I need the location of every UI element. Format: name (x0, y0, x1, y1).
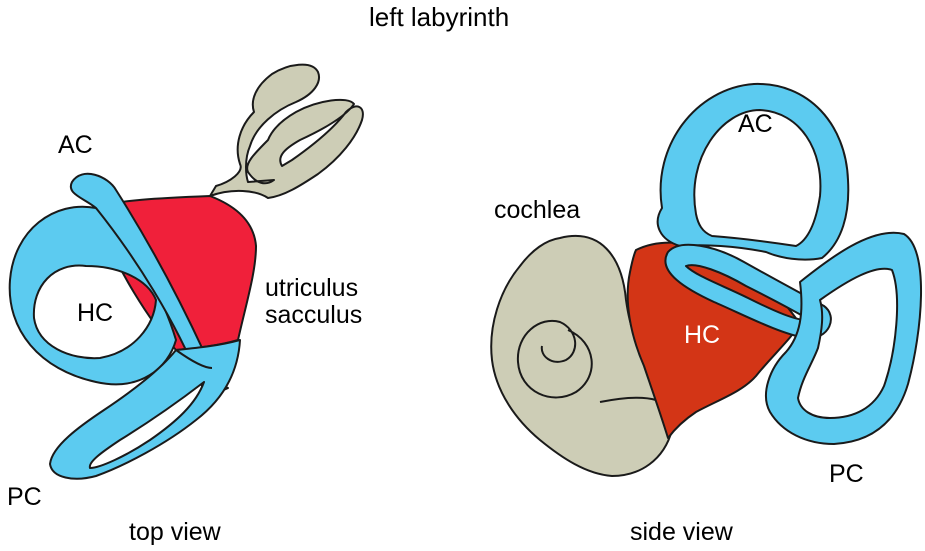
top-view-label-pc: PC (7, 483, 42, 511)
side-view-label-pc: PC (829, 460, 864, 488)
top-view-label-sacculus: sacculus (265, 301, 363, 329)
top-view-label-hc: HC (77, 299, 114, 327)
top-view-label-ac: AC (58, 131, 93, 159)
top-posterior-canal-shape (49, 339, 241, 480)
top-anterior-canal-shape (69, 172, 229, 394)
top-utriculus-sacculus-shape (209, 63, 364, 199)
side-view-diagram (490, 82, 923, 477)
figure-title: left labyrinth (369, 2, 510, 32)
side-view-label-ac: AC (738, 110, 773, 138)
side-view-label-cochlea: cochlea (494, 196, 581, 224)
top-canal-crossing-line (175, 349, 213, 369)
side-cochlea-spiral (516, 319, 593, 399)
side-view-label-hc: HC (684, 321, 721, 349)
side-view-caption: side view (630, 518, 733, 546)
side-cochlea-duct-line (599, 396, 657, 403)
side-cochlea-shape (490, 235, 674, 477)
top-view-diagram (8, 63, 364, 480)
top-view-label-utriculus: utriculus (265, 274, 359, 302)
side-posterior-canal-shape (765, 231, 923, 445)
top-view-caption: top view (129, 518, 221, 546)
